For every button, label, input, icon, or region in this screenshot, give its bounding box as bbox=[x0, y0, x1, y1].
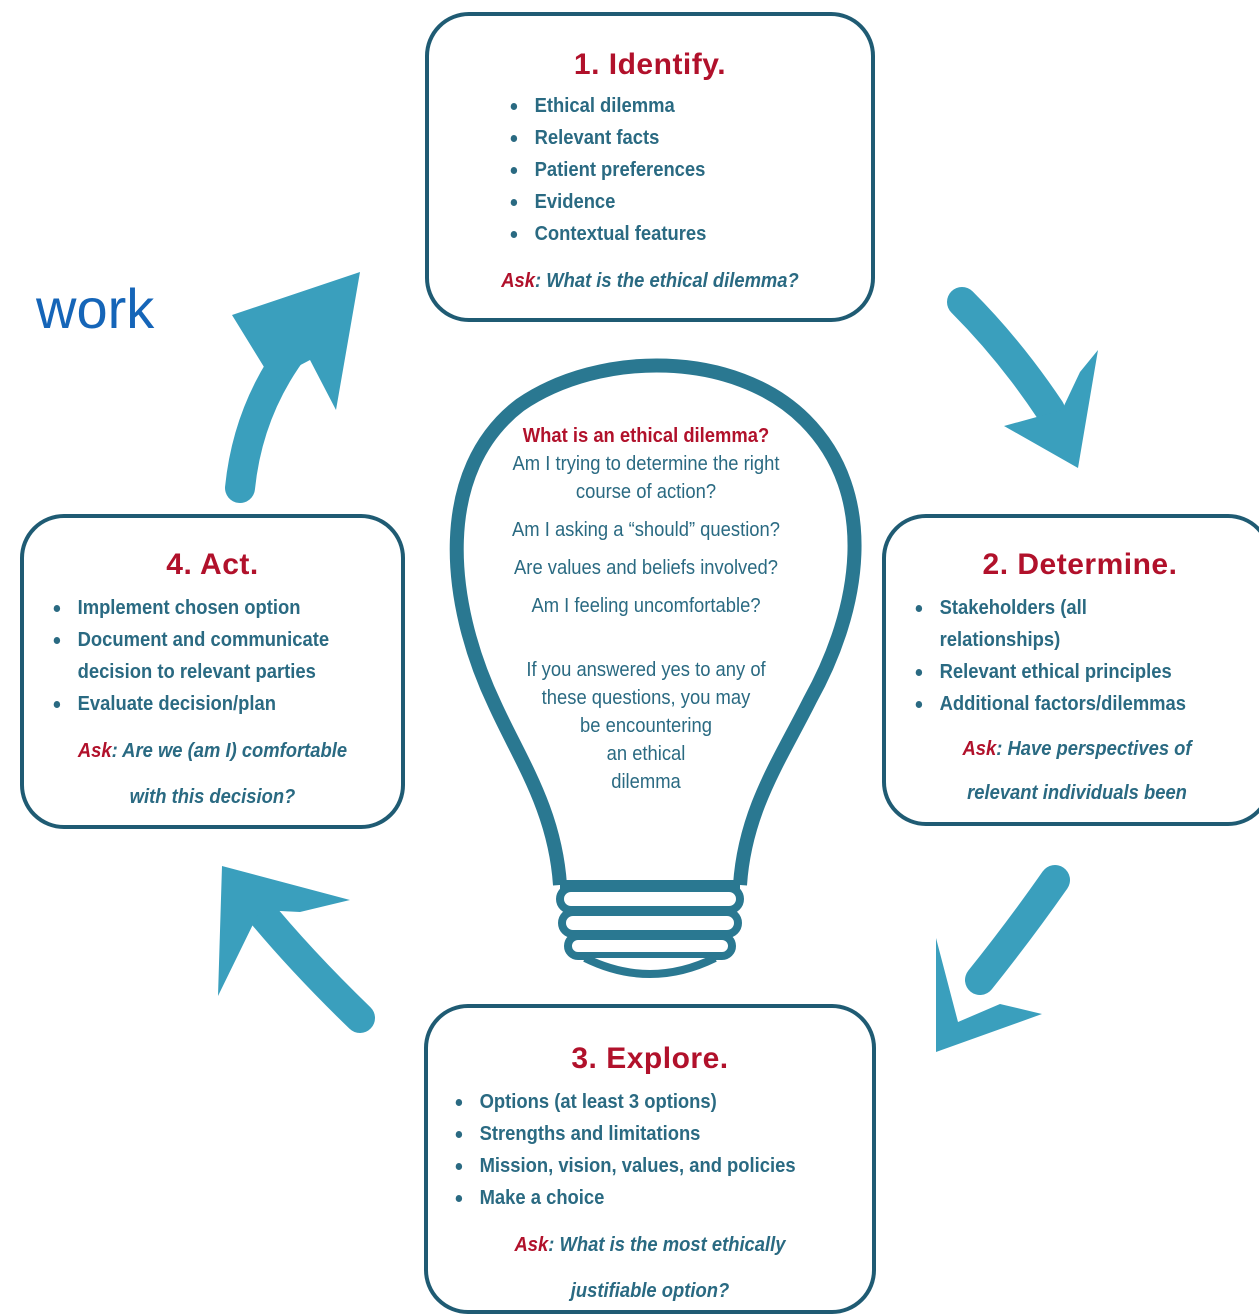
center-conclusion-line: these questions, you may bbox=[541, 687, 751, 709]
center-conclusion-line: dilemma bbox=[611, 771, 681, 793]
step-determine-ask: Ask: Have perspectives of bbox=[962, 738, 1192, 760]
bullet-icon bbox=[455, 1195, 463, 1202]
list-item: Make a choice bbox=[452, 1182, 838, 1214]
lightbulb-icon bbox=[449, 358, 862, 978]
step-explore-list: Options (at least 3 options) Strengths a… bbox=[452, 1086, 872, 1214]
bullet-icon bbox=[915, 605, 923, 612]
step-explore-title: 3. Explore. bbox=[571, 1042, 729, 1075]
arrow-determine-to-explore-icon bbox=[936, 865, 1070, 1052]
list-item: Ethical dilemma bbox=[507, 90, 842, 122]
center-question-1-line1: Am I trying to determine the right bbox=[512, 453, 780, 475]
list-item: Relevant ethical principles bbox=[912, 656, 1234, 688]
step-explore-ask: Ask: What is the most ethically bbox=[514, 1234, 786, 1256]
bullet-icon bbox=[510, 167, 518, 174]
center-conclusion-line: an ethical bbox=[606, 743, 686, 765]
center-conclusion-line: If you answered yes to any of bbox=[526, 659, 766, 681]
list-item: Contextual features bbox=[507, 218, 842, 250]
bullet-icon bbox=[455, 1131, 463, 1138]
center-question-3: Are values and beliefs involved? bbox=[514, 557, 778, 579]
bullet-icon bbox=[510, 199, 518, 206]
step-determine-ask-line2: relevant individuals been bbox=[967, 782, 1187, 804]
bullet-icon bbox=[915, 669, 923, 676]
center-question-1-line2: course of action? bbox=[575, 481, 717, 503]
list-item: Evidence bbox=[507, 186, 842, 218]
bullet-icon bbox=[53, 637, 61, 644]
bullet-icon bbox=[915, 701, 923, 708]
step-act-ask: Ask: Are we (am I) comfortable bbox=[77, 740, 348, 762]
bullet-icon bbox=[455, 1163, 463, 1170]
step-explore-box: 3. Explore. Options (at least 3 options)… bbox=[424, 1004, 876, 1314]
list-item: Patient preferences bbox=[507, 154, 842, 186]
step-identify-list: Ethical dilemma Relevant facts Patient p… bbox=[507, 90, 871, 250]
list-item: Relevant facts bbox=[507, 122, 842, 154]
center-question-2: Am I asking a “should” question? bbox=[512, 519, 780, 541]
step-identify-ask: Ask: What is the ethical dilemma? bbox=[501, 270, 799, 292]
step-identify-box: 1. Identify. Ethical dilemma Relevant fa… bbox=[425, 12, 875, 322]
step-explore-ask-line2: justifiable option? bbox=[570, 1280, 730, 1302]
step-identify-title: 1. Identify. bbox=[573, 48, 727, 81]
center-question-4: Am I feeling uncomfortable? bbox=[531, 595, 761, 617]
bullet-icon bbox=[455, 1099, 463, 1106]
bullet-icon bbox=[510, 103, 518, 110]
lightbulb-text: What is an ethical dilemma? Am I trying … bbox=[478, 422, 814, 796]
arrow-identify-to-determine-icon bbox=[947, 287, 1098, 468]
step-determine-list: Stakeholders (all relationships) Relevan… bbox=[912, 592, 1259, 720]
partial-slide-title: work bbox=[36, 277, 155, 340]
list-item: Implement chosen option bbox=[50, 592, 372, 624]
list-item: Mission, vision, values, and policies bbox=[452, 1150, 838, 1182]
bullet-icon bbox=[53, 701, 61, 708]
arrow-act-to-identify-icon bbox=[225, 272, 360, 503]
arrow-explore-to-act-icon bbox=[218, 866, 375, 1033]
list-item-continuation: decision to relevant parties bbox=[77, 661, 316, 683]
step-determine-box: 2. Determine. Stakeholders (all relation… bbox=[882, 514, 1259, 826]
center-conclusion-line: be encountering bbox=[580, 715, 712, 737]
step-act-title: 4. Act. bbox=[166, 548, 259, 581]
list-item: Document and communicate bbox=[50, 624, 372, 656]
step-determine-title: 2. Determine. bbox=[982, 548, 1178, 581]
center-title: What is an ethical dilemma? bbox=[522, 425, 770, 447]
list-item-continuation: relationships) bbox=[939, 629, 1061, 651]
list-item: Stakeholders (all bbox=[912, 592, 1234, 624]
list-item: Strengths and limitations bbox=[452, 1118, 838, 1150]
list-item: Options (at least 3 options) bbox=[452, 1086, 838, 1118]
list-item: Evaluate decision/plan bbox=[50, 688, 372, 720]
step-act-box: 4. Act. Implement chosen option Document… bbox=[20, 514, 405, 829]
step-act-list: Implement chosen option Document and com… bbox=[50, 592, 400, 720]
step-act-ask-line2: with this decision? bbox=[129, 786, 296, 808]
bullet-icon bbox=[510, 135, 518, 142]
bullet-icon bbox=[53, 605, 61, 612]
bullet-icon bbox=[510, 231, 518, 238]
list-item: Additional factors/dilemmas bbox=[912, 688, 1234, 720]
